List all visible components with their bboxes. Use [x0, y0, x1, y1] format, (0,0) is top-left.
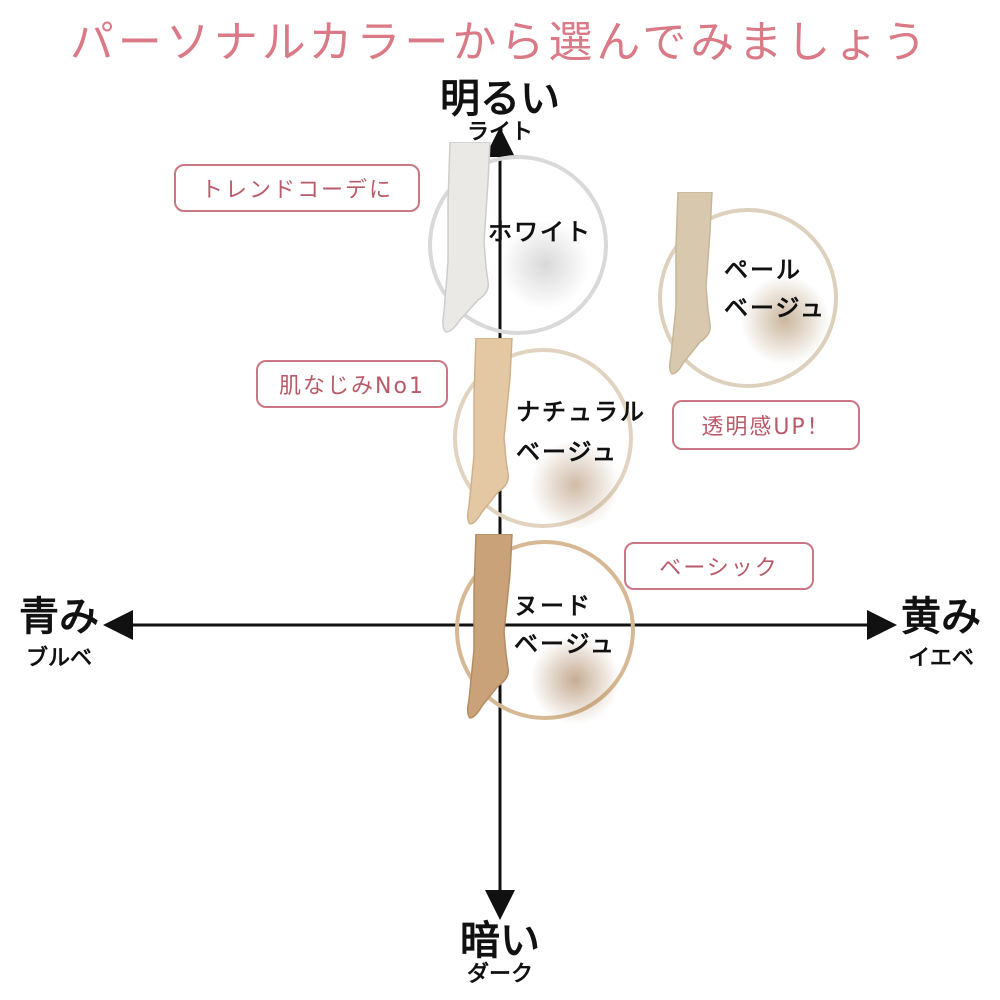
- axis-bottom-sublabel: ダーク: [466, 962, 533, 987]
- axis-top-sublabel: ライト: [466, 120, 533, 145]
- callout-basic: ベーシック: [624, 542, 814, 590]
- ring-white: [428, 155, 608, 335]
- label-pale-beige-line2: ベージュ: [724, 294, 826, 322]
- axis-right-label: 黄み: [901, 594, 981, 640]
- callout-skin-text: 肌なじみNo1: [279, 374, 425, 399]
- stocking-nude-beige-icon: [466, 534, 513, 719]
- glow-white: [500, 220, 590, 310]
- label-natural-beige-line1: ナチュラル: [516, 398, 646, 426]
- callout-trend-box: [174, 164, 420, 212]
- label-white: ホワイト: [488, 218, 592, 246]
- glow-natural-beige: [530, 440, 620, 530]
- label-nude-beige-line1: ヌード: [514, 592, 592, 620]
- callout-basic-box: [624, 542, 814, 590]
- stocking-white-icon: [442, 142, 491, 333]
- callout-basic-text: ベーシック: [659, 556, 779, 581]
- axis-left-sublabel: ブルベ: [25, 646, 92, 671]
- glow-nude-beige: [530, 635, 620, 725]
- callout-trend: トレンドコーデに: [174, 164, 420, 212]
- axis-left-label: 青み: [19, 594, 99, 640]
- callout-clear-box: [672, 400, 860, 450]
- callout-trend-text: トレンドコーデに: [200, 178, 393, 203]
- ring-pale-beige: [658, 208, 838, 388]
- label-nude-beige-line2: ベージュ: [514, 630, 616, 658]
- label-natural-beige-line2: ベージュ: [516, 438, 618, 466]
- callout-clear: 透明感UP！: [672, 400, 860, 450]
- axis-top-label: 明るい: [440, 76, 560, 122]
- ring-nude-beige: [455, 540, 635, 720]
- axis-bottom-label: 暗い: [460, 918, 540, 964]
- glow-pale-beige: [740, 275, 830, 365]
- stocking-natural-beige-icon: [466, 338, 513, 525]
- stocking-pale-beige-icon: [668, 192, 713, 375]
- callout-skin-box: [256, 360, 448, 408]
- label-pale-beige-line1: ペール: [724, 256, 802, 284]
- axis-right-sublabel: イエベ: [908, 646, 974, 671]
- ring-natural-beige: [453, 348, 633, 528]
- callout-skin: 肌なじみNo1: [256, 360, 448, 408]
- callout-clear-text: 透明感UP！: [701, 415, 831, 440]
- page-title: パーソナルカラーから選んでみましょう: [69, 17, 931, 68]
